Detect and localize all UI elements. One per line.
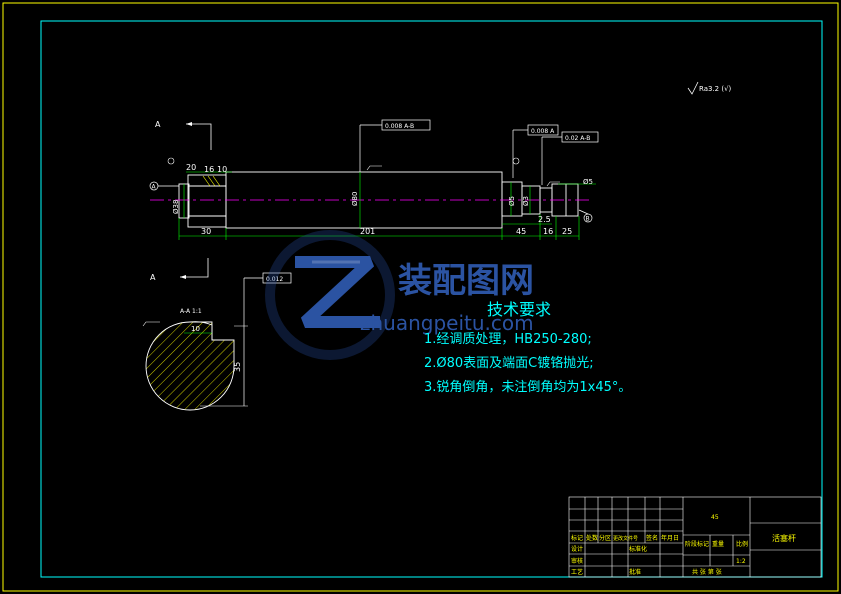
watermark-logo-icon (265, 230, 395, 360)
svg-text:A: A (152, 184, 157, 191)
tech-requirement-3: 3.锐角倒角，未注倒角均为1x45°。 (424, 380, 631, 395)
watermark-brand-cn: 装配图网 (398, 261, 534, 301)
gtol-right-1: 0.008 A (512, 124, 559, 178)
marker-right-icon (512, 157, 520, 165)
section-arrow-top (186, 123, 212, 150)
top-dimensions: 20 16 10 (186, 163, 227, 174)
finish-mark-1-icon (366, 165, 382, 171)
watermark: 装配图网 zhuangpeitu.com (265, 230, 534, 360)
section-dim-10: 10 (191, 325, 200, 333)
section-label-top: A (155, 120, 161, 129)
dim-30: 30 (201, 227, 211, 236)
title-scale-label: 比例 (736, 540, 748, 548)
datum-b: B (578, 209, 593, 223)
section-gtol-label: 0.012 (266, 276, 283, 283)
gtol-right-2: 0.02 A-B (541, 131, 599, 185)
dim-2-5: 2.5 (538, 215, 551, 224)
dimension-lines (178, 171, 596, 240)
title-row-count: 处数 (586, 534, 598, 542)
title-scale-value: 1:2 (736, 558, 746, 565)
surface-finish-label: Ra3.2 (√) (699, 85, 732, 93)
title-process: 工艺 (571, 568, 583, 576)
title-row-date: 年月日 (661, 534, 679, 542)
tech-requirements-title: 技术要求 (487, 300, 551, 319)
marker-left-icon (167, 157, 175, 165)
title-standard: 标准化 (629, 545, 647, 553)
title-row-zone: 分区 (599, 534, 611, 542)
dim-201: 201 (360, 227, 375, 236)
section-view: A-A 1:1 10 35 0.012 (142, 272, 292, 411)
svg-text:B: B (586, 216, 590, 223)
title-part-name: 活塞杆 (772, 533, 796, 543)
section-finish-icon (142, 321, 160, 327)
section-arrow-bottom (180, 258, 209, 278)
tech-requirement-1: 1.经调质处理，HB250-280; (424, 332, 592, 347)
dim-dia-80: Ø80 (351, 192, 359, 206)
inner-frame (40, 20, 823, 578)
dim-top-10: 10 (217, 165, 227, 174)
section-dim-35: 35 (233, 362, 242, 372)
dim-top-20: 20 (186, 163, 196, 172)
gtol-middle: 0.008 A-B (359, 119, 431, 172)
title-block-text: 45 活塞杆 标记 处数 分区 更改文件号 签名 年月日 设计 标准化 审核 工… (571, 514, 796, 576)
title-review: 审核 (571, 557, 583, 565)
title-block (568, 496, 822, 578)
title-stage-label: 阶段标记 (685, 540, 709, 548)
title-row-sign: 签名 (646, 534, 658, 542)
title-approve: 批准 (629, 568, 641, 576)
title-designer: 设计 (571, 545, 583, 553)
title-sheet-info: 共 张 第 张 (692, 568, 722, 576)
section-view-title: A-A 1:1 (180, 308, 202, 315)
svg-text:0.02 A-B: 0.02 A-B (565, 135, 590, 142)
title-material: 45 (711, 514, 719, 521)
dim-dia-5b: Ø5 (583, 178, 593, 186)
watermark-brand-en: zhuangpeitu.com (360, 311, 534, 335)
title-weight-label: 重量 (712, 540, 724, 548)
svg-text:0.008 A: 0.008 A (531, 128, 555, 135)
dim-25: 25 (562, 227, 572, 236)
dim-16: 16 (543, 227, 553, 236)
tech-requirement-2: 2.Ø80表面及端面C镀铬抛光; (424, 355, 594, 371)
horizontal-dimensions: 30 201 45 16 25 2.5 (201, 215, 572, 236)
section-circle (145, 321, 235, 411)
surface-finish-icon (687, 81, 699, 95)
main-view: A A (149, 119, 599, 282)
diameter-dimensions: Ø38 Ø80 Ø5 Ø3 Ø5 (172, 178, 593, 214)
dim-dia-5a: Ø5 (508, 196, 516, 206)
title-row-doc: 更改文件号 (613, 535, 638, 542)
title-row-mark: 标记 (571, 534, 583, 542)
section-label-bottom: A (150, 273, 156, 282)
svg-text:0.008 A-B: 0.008 A-B (385, 123, 414, 130)
tech-requirements: 技术要求 1.经调质处理，HB250-280; 2.Ø80表面及端面C镀铬抛光;… (424, 300, 631, 395)
dim-top-16: 16 (204, 165, 214, 174)
surface-finish-note: Ra3.2 (√) (687, 81, 732, 95)
finish-mark-2-icon (546, 181, 560, 187)
dim-dia-3: Ø3 (522, 196, 530, 206)
keyway-hatch (202, 175, 221, 187)
datum-a: A (149, 181, 179, 191)
dim-45: 45 (516, 227, 526, 236)
dim-dia-38: Ø38 (172, 200, 180, 214)
